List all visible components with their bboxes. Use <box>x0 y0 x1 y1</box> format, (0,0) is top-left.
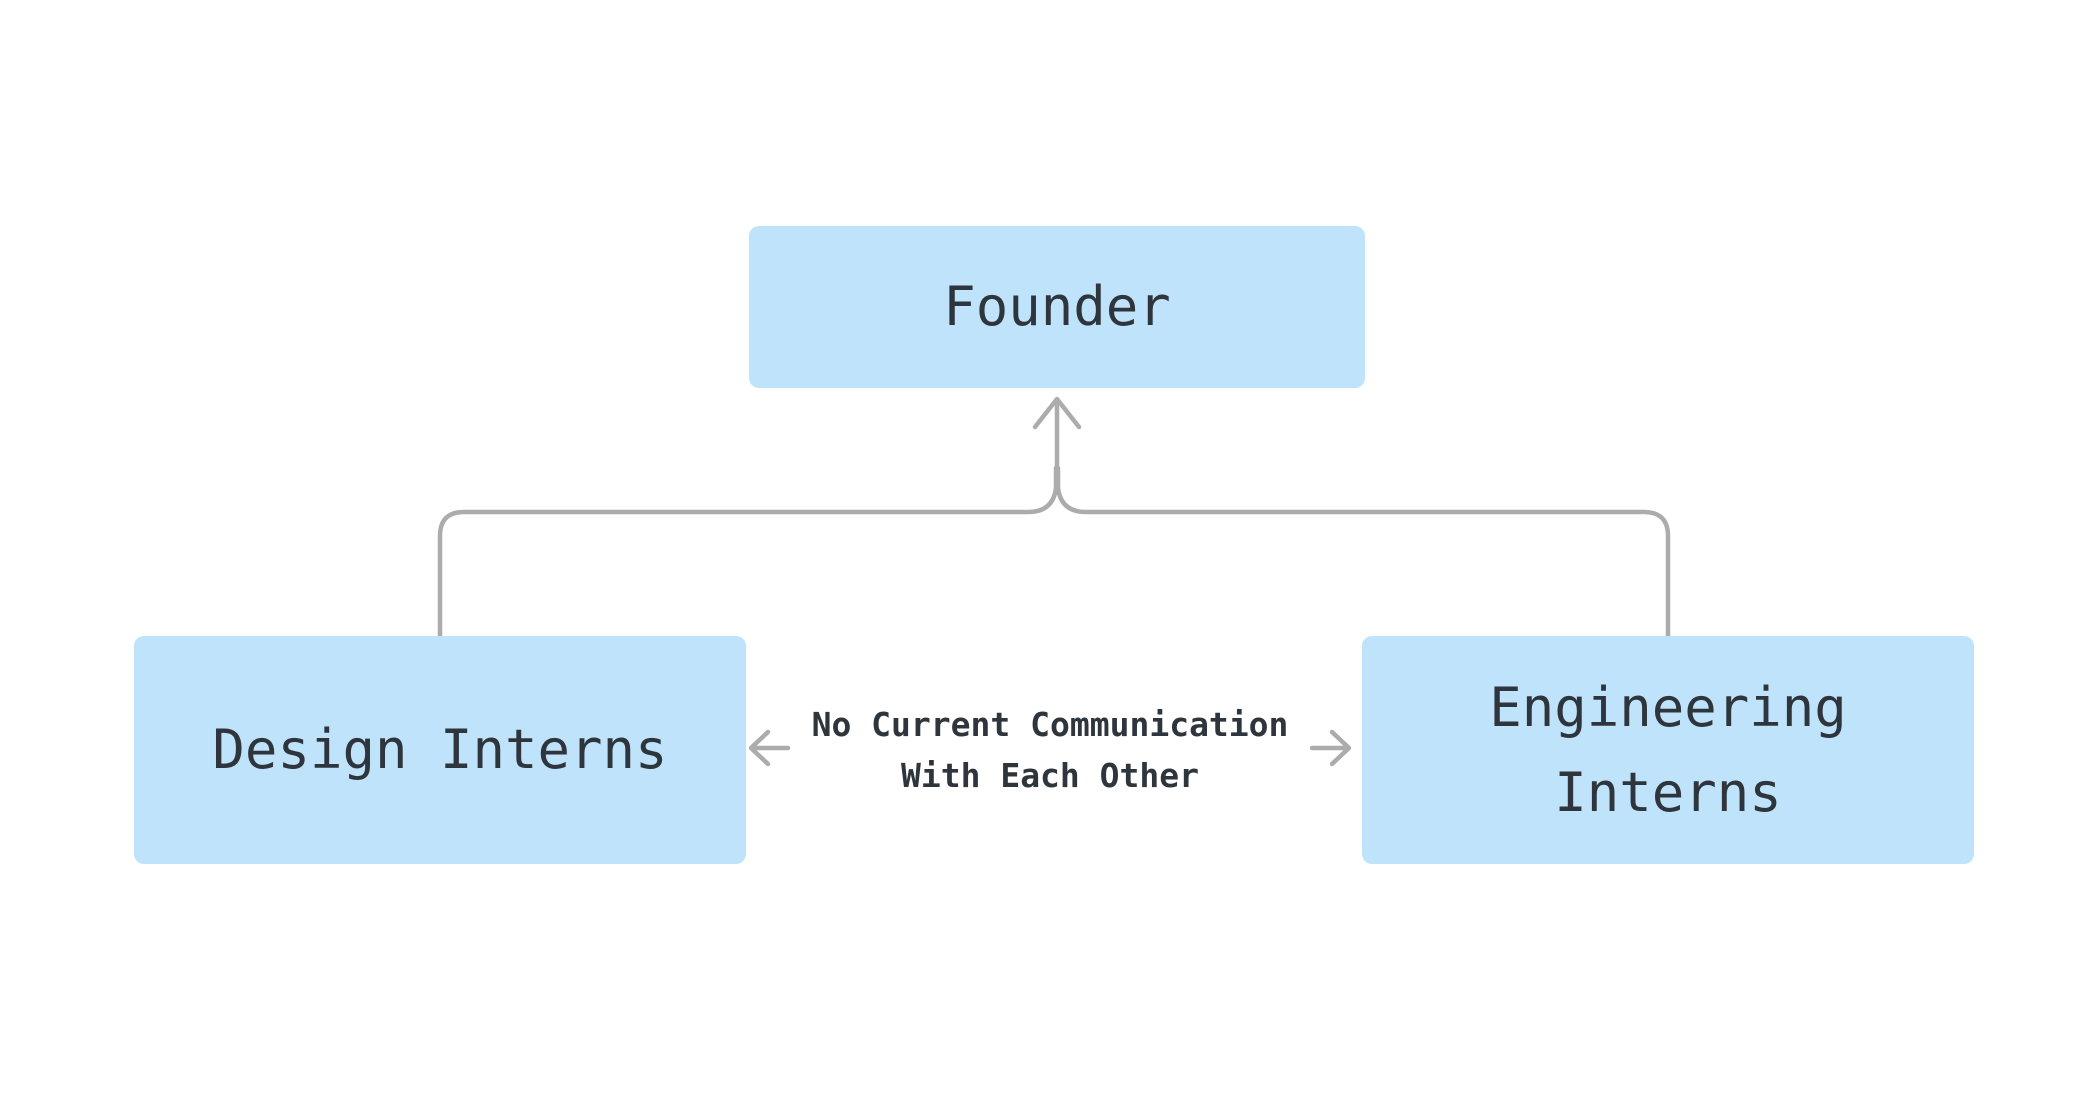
arrowhead-up-icon <box>1032 396 1082 430</box>
node-founder-label: Founder <box>943 275 1171 339</box>
edge-label-no-communication: No Current Communication With Each Other <box>770 699 1330 801</box>
arrow-left-icon <box>748 729 791 767</box>
edge-engineering-to-founder <box>1055 465 1671 639</box>
node-engineering-interns: Engineering Interns <box>1362 636 1974 864</box>
node-engineering-interns-label: Engineering Interns <box>1489 675 1847 824</box>
node-design-interns-label: Design Interns <box>212 718 668 782</box>
edge-label-line1: No Current Communication <box>811 705 1289 744</box>
node-founder: Founder <box>749 226 1365 388</box>
edge-label-line2: With Each Other <box>900 756 1199 796</box>
arrow-right-icon <box>1309 729 1352 767</box>
edge-design-to-founder <box>437 465 1059 639</box>
node-design-interns: Design Interns <box>134 636 746 864</box>
